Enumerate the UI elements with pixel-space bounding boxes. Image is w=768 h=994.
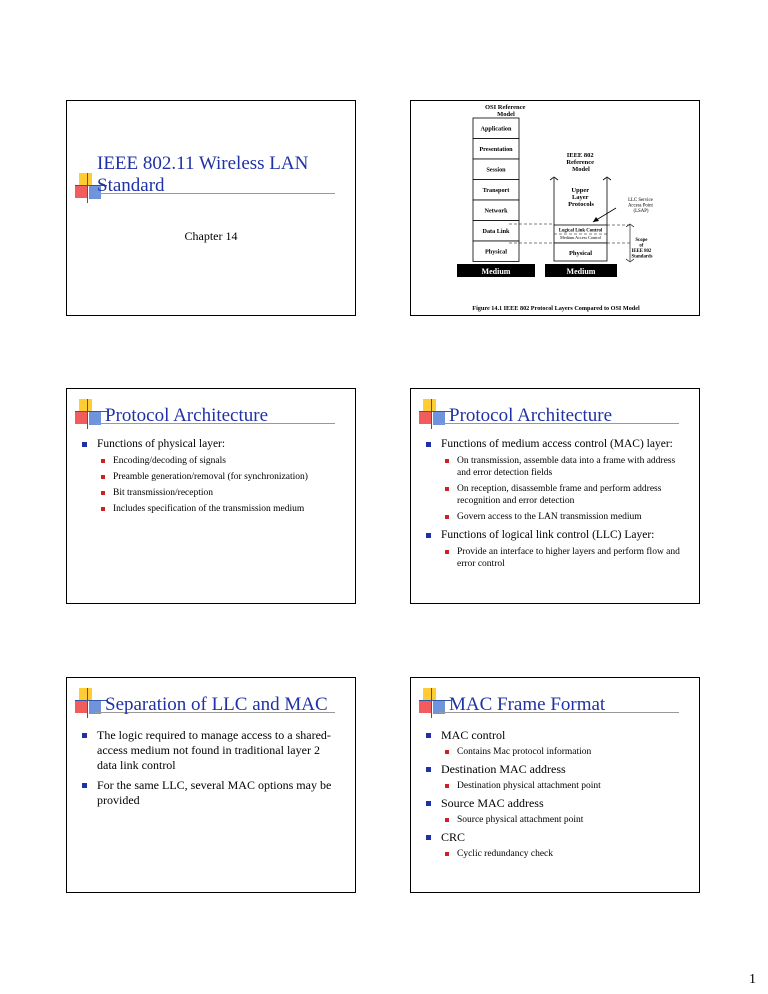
osi-layer-label: Network bbox=[484, 208, 508, 215]
osi-medium-label: Medium bbox=[482, 267, 511, 276]
list-item: For the same LLC, several MAC options ma… bbox=[81, 778, 333, 808]
osi-layer-label: Presentation bbox=[479, 146, 513, 153]
slide-title: IEEE 802.11 Wireless LAN Standard Chapte… bbox=[66, 100, 356, 316]
slide-logo-icon bbox=[75, 173, 107, 209]
osi-layer-stack: ApplicationPresentationSessionTransportN… bbox=[472, 117, 520, 262]
title-rule bbox=[95, 423, 335, 424]
osi-header-text: OSI Reference Model bbox=[485, 104, 527, 118]
osi-layer-label: Session bbox=[486, 167, 506, 174]
ieee-medium-bar bbox=[545, 264, 617, 277]
list-item: Functions of logical link control (LLC) … bbox=[425, 528, 689, 570]
list-item: Contains Mac protocol information bbox=[441, 746, 685, 758]
list-item: Functions of physical layer: Encoding/de… bbox=[81, 437, 341, 515]
title-rule bbox=[95, 712, 335, 713]
ieee-medium-label: Medium bbox=[567, 267, 596, 276]
bullet-list: Functions of medium access control (MAC)… bbox=[425, 437, 689, 575]
slide-protocol-architecture-2: Protocol Architecture Functions of mediu… bbox=[410, 388, 700, 604]
lsap-arrowhead-icon bbox=[593, 217, 599, 222]
slide-heading: MAC Frame Format bbox=[449, 694, 606, 715]
slide-separation-llc-mac: Separation of LLC and MAC The logic requ… bbox=[66, 677, 356, 893]
list-item: Destination MAC address Destination phys… bbox=[425, 762, 685, 792]
list-item: MAC control Contains Mac protocol inform… bbox=[425, 728, 685, 758]
chapter-label: Chapter 14 bbox=[184, 229, 238, 243]
list-item: Cyclic redundancy check bbox=[441, 848, 685, 860]
bullet-list: MAC control Contains Mac protocol inform… bbox=[425, 728, 685, 864]
scope-text: Scope of IEEE 802 Standards bbox=[631, 238, 652, 260]
upper-layer-text: Upper Layer Protocols bbox=[568, 187, 594, 208]
bullet-list: Functions of physical layer: Encoding/de… bbox=[81, 437, 341, 520]
slide-mac-frame-format: MAC Frame Format MAC control Contains Ma… bbox=[410, 677, 700, 893]
osi-layer-label: Application bbox=[481, 126, 513, 133]
slide-protocol-architecture-1: Protocol Architecture Functions of physi… bbox=[66, 388, 356, 604]
list-item: Provide an interface to higher layers an… bbox=[441, 546, 689, 570]
title-rule bbox=[439, 712, 679, 713]
list-item: Source physical attachment point bbox=[441, 814, 685, 826]
slide-logo-icon bbox=[419, 688, 451, 724]
slide-logo-icon bbox=[75, 399, 107, 435]
list-item: Includes specification of the transmissi… bbox=[97, 503, 341, 515]
ieee-physical-label: Physical bbox=[569, 250, 592, 257]
list-item: Source MAC address Source physical attac… bbox=[425, 796, 685, 826]
title-rule bbox=[95, 193, 335, 194]
slide-heading: Separation of LLC and MAC bbox=[105, 694, 328, 715]
slide-logo-icon bbox=[75, 688, 107, 724]
osi-layer-label: Transport bbox=[483, 187, 511, 194]
mac-label: Medium Access Control bbox=[560, 235, 602, 240]
osi-layer-label: Data Link bbox=[483, 228, 511, 235]
slide-title-text: IEEE 802.11 Wireless LAN Standard bbox=[97, 153, 309, 196]
list-item: On reception, disassemble frame and perf… bbox=[441, 483, 689, 507]
list-item: Preamble generation/removal (for synchro… bbox=[97, 471, 341, 483]
osi-header-line1: OSI Reference bbox=[485, 104, 526, 111]
list-item: Encoding/decoding of signals bbox=[97, 455, 341, 467]
title-rule bbox=[439, 423, 679, 424]
slide-heading: Protocol Architecture bbox=[449, 405, 613, 426]
lsap-text: LLC Service Access Point (LSAP) bbox=[628, 198, 654, 214]
list-item: The logic required to manage access to a… bbox=[81, 728, 333, 773]
list-item: Govern access to the LAN transmission me… bbox=[441, 511, 689, 523]
osi-layer-box bbox=[472, 240, 520, 262]
list-item: Functions of medium access control (MAC)… bbox=[425, 437, 689, 523]
arrow-right-icon bbox=[602, 176, 612, 181]
bullet-list: The logic required to manage access to a… bbox=[81, 728, 333, 813]
ieee-header-text: IEEE 802 Reference Model bbox=[566, 152, 595, 173]
arrow-left-icon bbox=[549, 176, 559, 181]
list-item: Bit transmission/reception bbox=[97, 487, 341, 499]
page-number: 1 bbox=[749, 972, 756, 987]
osi-medium-bar bbox=[457, 264, 535, 277]
ieee-physical-box bbox=[553, 242, 608, 262]
osi-header-line2: Model bbox=[497, 111, 515, 118]
llc-label: Logical Link Control bbox=[559, 229, 603, 234]
osi-diagram: OSI Reference Model ApplicationPresentat… bbox=[457, 104, 654, 312]
slide-logo-icon bbox=[419, 399, 451, 435]
list-item: CRC Cyclic redundancy check bbox=[425, 830, 685, 860]
slide-heading: Protocol Architecture bbox=[105, 405, 269, 426]
list-item: Destination physical attachment point bbox=[441, 780, 685, 792]
osi-layer-label: Physical bbox=[485, 249, 507, 256]
list-item: On transmission, assemble data into a fr… bbox=[441, 455, 689, 479]
figure-caption: Figure 14.1 IEEE 802 Protocol Layers Com… bbox=[472, 305, 640, 312]
